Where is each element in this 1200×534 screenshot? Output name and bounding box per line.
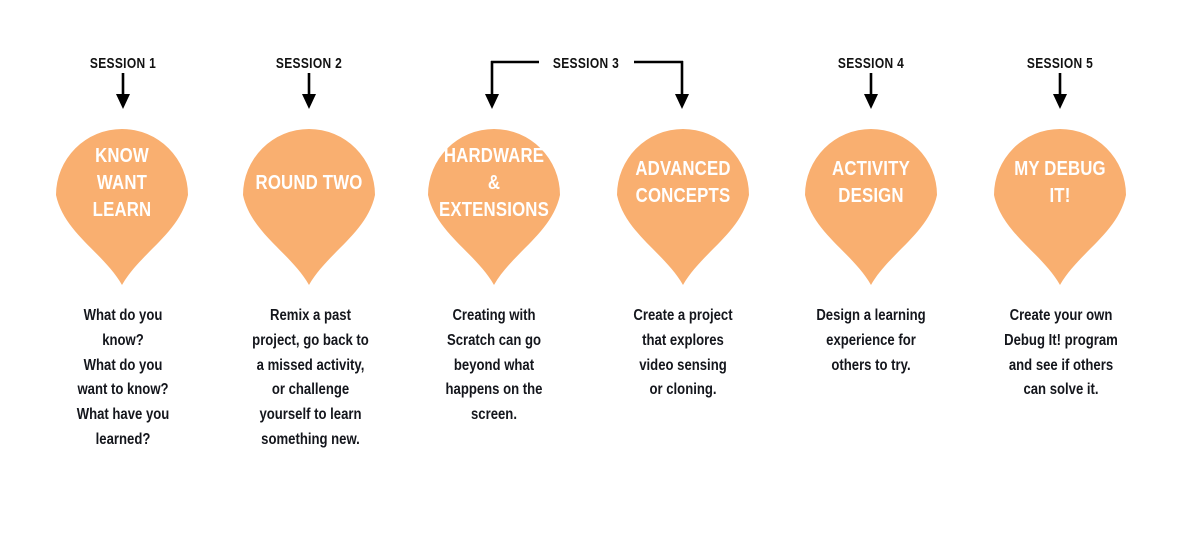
session-1-arrow [116, 73, 130, 109]
pin-title: ADVANCED CONCEPTS [635, 158, 731, 207]
pin-caption: Creating with Scratch can go beyond what… [445, 307, 543, 424]
session-4-arrow [864, 73, 878, 109]
pin-activity-design[interactable]: ACTIVITY DESIGN [801, 113, 941, 285]
pin-caption: Create your own Debug It! program and se… [1004, 307, 1118, 399]
pin-title: ACTIVITY DESIGN [832, 158, 910, 207]
session-label-3: SESSION 3 [552, 55, 620, 72]
pin-title: HARDWARE & EXTENSIONS [439, 144, 549, 221]
pin-caption: Remix a past project, go back to a misse… [252, 307, 369, 448]
pin-title: MY DEBUG IT! [1014, 158, 1106, 207]
pin-shape-icon [243, 129, 375, 285]
pin-shape-icon [994, 129, 1126, 285]
session-label-4: SESSION 4 [837, 55, 905, 72]
pin-know-want-learn[interactable]: KNOW WANT LEARN [52, 113, 192, 285]
pin-my-debug-it[interactable]: MY DEBUG IT! [990, 113, 1130, 285]
pin-shape-icon [428, 129, 560, 285]
pin-caption: Create a project that explores video sen… [633, 307, 733, 399]
pin-shape-icon [56, 129, 188, 285]
pin-shape-icon [805, 129, 937, 285]
pin-caption: Design a learning experience for others … [816, 307, 926, 374]
session-2-arrow [302, 73, 316, 109]
pin-advanced-concepts[interactable]: ADVANCED CONCEPTS [613, 113, 753, 285]
pin-title: KNOW WANT LEARN [92, 144, 152, 221]
session-label-2: SESSION 2 [275, 55, 343, 72]
session-label-1: SESSION 1 [89, 55, 157, 72]
pin-caption: What do you know? What do you want to kn… [76, 307, 170, 448]
pin-round-two[interactable]: ROUND TWO [239, 113, 379, 285]
pin-shape-icon [617, 129, 749, 285]
session-5-arrow [1053, 73, 1067, 109]
session-label-5: SESSION 5 [1026, 55, 1094, 72]
pin-hardware-extensions[interactable]: HARDWARE & EXTENSIONS [424, 113, 564, 285]
pin-title: ROUND TWO [255, 171, 363, 194]
